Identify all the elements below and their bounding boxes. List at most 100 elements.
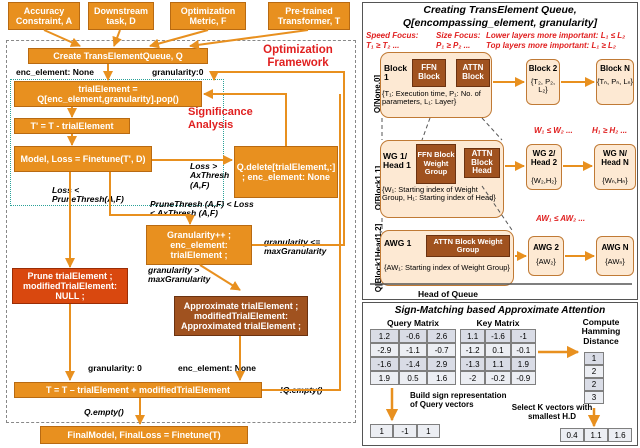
speed-focus-label: Speed Focus:	[366, 31, 419, 40]
block2-label: Block 2	[528, 64, 558, 73]
awg1-description: {AW₁: Starting index of Weight Group}	[384, 263, 510, 272]
km-cell: 0.1	[485, 343, 511, 357]
t-prime-box: T' = T - trialElement	[14, 118, 130, 134]
select-k-label: Select K vectors with smallest H.D	[511, 403, 593, 421]
awg2-card	[528, 236, 564, 276]
transelement-queue-panel	[362, 2, 638, 300]
finetune-model-box: Model, Loss = Finetune(T', D)	[14, 146, 152, 172]
sel-cell: 1.6	[608, 428, 632, 442]
granularity-le-max-label: granularity <= maxGranularity	[264, 237, 327, 257]
awg2-sub: {AW₂}	[536, 257, 556, 266]
hd-cell: 2	[584, 365, 604, 378]
blockN-card	[596, 59, 634, 105]
significance-analysis-border	[10, 79, 224, 206]
block2-card	[526, 59, 560, 105]
significance-analysis-label: Significance Analysis	[188, 106, 253, 131]
block1-label: Block 1	[384, 63, 408, 83]
attn-block: ATTN Block	[456, 59, 490, 87]
sign-cell: 1	[416, 424, 440, 438]
compute-hamming-label: Compute Hamming Distance	[581, 317, 621, 346]
optimization-framework-border	[6, 40, 356, 423]
sign-matching-panel	[362, 302, 638, 446]
optimization-framework-label: Optimization Framework	[263, 44, 333, 70]
sign-matching-arrows	[385, 345, 601, 428]
input-accuracy-constraint: Accuracy Constraint, A	[8, 2, 80, 30]
update-transformer-box: T = T – trialElement + modifiedTrialElem…	[14, 382, 262, 398]
km-cell: -1.3	[460, 357, 486, 371]
input-optimization-metric: Optimization Metric, F	[170, 2, 246, 30]
km-cell: 1.1	[485, 357, 511, 371]
enc-element-none-label: enc_element: None	[16, 67, 94, 77]
queue-delete-box: Q.delete[trialElement,:] ; enc_element: …	[234, 146, 338, 198]
attn-block-head: ATTN Block Head	[464, 148, 500, 178]
input-downstream-task: Downstream task, D	[88, 2, 154, 30]
sel-cell: 0.4	[560, 428, 584, 442]
key-matrix-label: Key Matrix	[476, 318, 520, 328]
queue-title-line2: Q[encompassing_element, granularity]	[402, 17, 598, 29]
hd-cell: 2	[584, 378, 604, 391]
qm-cell: 2.6	[427, 329, 456, 343]
wg2-label: WG 2/ Head 2	[530, 149, 558, 167]
create-queue-box: Create TransElementQueue, Q	[28, 48, 208, 64]
km-cell: 1.1	[460, 329, 486, 343]
selected-vectors: 0.4 1.1 1.6	[560, 428, 632, 442]
qm-cell: -1.6	[370, 357, 399, 371]
block1-description: {T₁: Execution time, P₁: No. of paramete…	[382, 89, 481, 107]
queue-empty-label: Q.empty()	[84, 407, 124, 417]
hd-cell: 3	[584, 391, 604, 404]
awg1-label: AWG 1	[384, 238, 412, 248]
awgN-label: AWG N	[601, 243, 629, 252]
queue-arrows	[370, 77, 632, 285]
prune-element-box: Prune trialElement ; modifiedTrialElemen…	[12, 268, 128, 304]
flowchart-arrows	[43, 29, 345, 425]
wg2-card	[526, 144, 562, 190]
km-cell: -0.2	[485, 371, 511, 385]
sign-cell: 1	[370, 424, 394, 438]
query-matrix: 1.2 -0.6 2.6 -2.9 -1.1 -0.7 -1.6 -1.4 2.…	[370, 329, 456, 385]
query-matrix-label: Query Matrix	[387, 318, 439, 328]
km-cell: -1.2	[460, 343, 486, 357]
qm-cell: -0.7	[427, 343, 456, 357]
granularity-increment-box: Granularity++ ; enc_element: trialElemen…	[146, 225, 252, 265]
final-model-box: FinalModel, FinalLoss = Finetune(T)	[40, 426, 248, 444]
wg1-description: {W₁: Starting index of Weight Group, H₁:…	[382, 185, 496, 203]
qm-cell: 2.9	[427, 357, 456, 371]
hd-cell: 1	[584, 352, 604, 365]
build-sign-label: Build sign representation of Query vecto…	[410, 391, 507, 409]
speed-focus-rule: T₁ ≥ T₂ ...	[366, 41, 400, 50]
attn-weight-group: ATTN Block Weight Group	[426, 235, 510, 257]
block2-sub: {T₂, P₂, L₂}	[530, 77, 556, 95]
km-cell: -1.6	[485, 329, 511, 343]
loss-lt-prune-label: Loss < PruneThresh(A,F)	[52, 185, 124, 205]
queue-title-line1: Creating TransElement Queue,	[423, 4, 577, 16]
km-cell: -1	[510, 329, 536, 343]
top-layers-rule: Top layers more important: L₁ ≥ L₂	[486, 41, 616, 50]
w-relation: W₁ ≤ W₂ ...	[534, 126, 573, 135]
approximate-element-box: Approximate trialElement ; modifiedTrial…	[174, 296, 308, 336]
qm-cell: -1.1	[398, 343, 428, 357]
granularity-zero-label-2: granularity: 0	[88, 363, 142, 373]
enc-element-none-label-2: enc_element: None	[178, 363, 256, 373]
km-cell: -0.9	[510, 371, 536, 385]
head-of-queue-label: Head of Queue	[418, 289, 478, 299]
size-focus-rule: P₁ ≥ P₂ ...	[436, 41, 471, 50]
wgN-card	[594, 144, 636, 190]
qm-cell: -2.9	[370, 343, 399, 357]
wg2-sub: {W₂,H₂}	[531, 176, 557, 185]
granularity-gt-max-label: granularity > maxGranularity	[148, 265, 211, 285]
km-cell: 1.9	[510, 357, 536, 371]
sign-vector: 1 -1 1	[370, 424, 440, 438]
ffn-block: FFN Block	[412, 59, 446, 87]
granularity-zero-label: granularity:0	[152, 67, 204, 77]
wgN-sub: {Wₙ,Hₙ}	[602, 176, 628, 185]
sign-matching-title: Sign-Matching based Approximate Attentio…	[394, 305, 606, 316]
wgN-label: WG N/ Head N	[601, 149, 629, 167]
ffn-weight-group: FFN Block Weight Group	[416, 144, 456, 184]
awgN-card	[596, 236, 634, 276]
blockN-sub: {Tₙ, Pₙ, Lₙ}	[596, 77, 634, 86]
prune-ax-range-label: PruneThresh (A,F) < Loss < AxThresh (A,F…	[150, 199, 254, 219]
km-cell: -0.1	[510, 343, 536, 357]
awg2-label: AWG 2	[533, 243, 559, 252]
blockN-label: Block N	[600, 64, 630, 73]
wg1-label: WG 1/ Head 1	[383, 151, 411, 171]
